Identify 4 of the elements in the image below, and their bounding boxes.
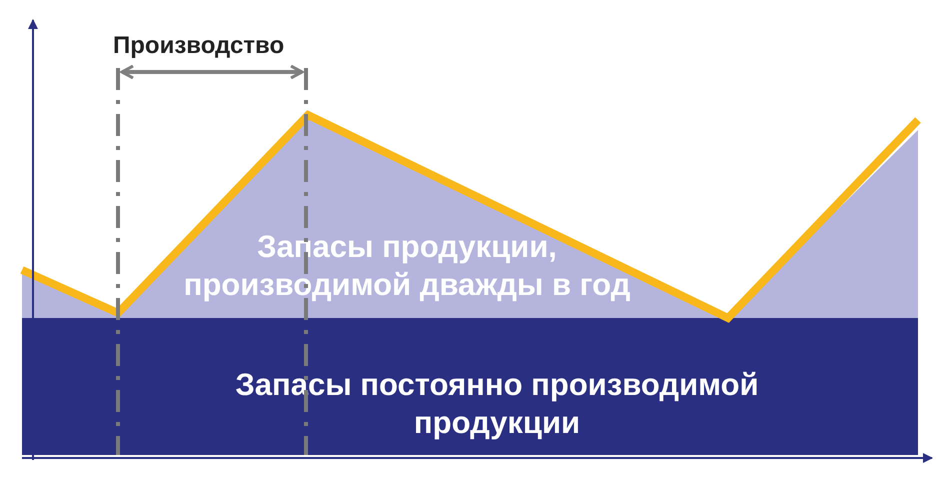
phase-label: Производство (113, 32, 284, 60)
area-label: Запасы постоянно производимой продукции (234, 366, 760, 442)
stock-band (22, 316, 918, 455)
area-label: Запасы продукции, производимой дважды в год (182, 228, 632, 304)
